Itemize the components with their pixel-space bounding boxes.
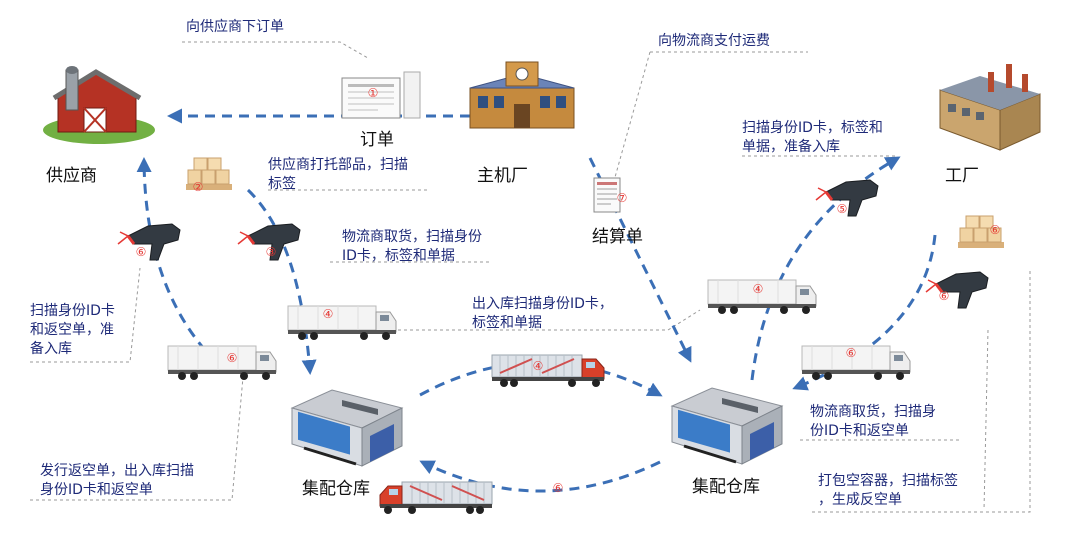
note-warehouse-scan-line-1: 出入库扫描身份ID卡， — [472, 296, 613, 312]
note-pack-empty-containers-line-1: 打包空容器，扫描标签 — [818, 473, 958, 489]
note-supplier-pallet-line-1: 供应商打托部品，扫描 — [268, 157, 408, 173]
note-carrier-pickup-empty-line-2: 份ID卡和返空单 — [810, 423, 909, 439]
note-carrier-pickup: 物流商取货，扫描身份 ID卡，标签和单据 — [342, 228, 482, 266]
step-number-scanner-left: ③ — [266, 245, 277, 259]
note-carrier-pickup-empty-line-1: 物流商取货，扫描身 — [810, 404, 936, 420]
factory-icon — [939, 64, 1041, 151]
order-document-icon — [341, 71, 421, 119]
warehouse-right-label: 集配仓库 — [692, 477, 760, 497]
step-number-scanner-return-right: ⑥ — [939, 289, 950, 303]
note-place-order: 向供应商下订单 — [186, 19, 284, 35]
step-number-truck-return-left: ⑥ — [227, 351, 238, 365]
step-number-scanner-return-left: ⑥ — [136, 245, 147, 259]
plant-label: 工厂 — [945, 166, 979, 186]
note-pay-freight: 向物流商支付运费 — [658, 33, 770, 49]
step-number-truck-return-right: ⑥ — [846, 346, 857, 360]
note-plant-receive-line-2: 单据，准备入库 — [742, 139, 840, 155]
statement-label: 结算单 — [592, 227, 643, 247]
step-number-truck-right: ④ — [753, 282, 764, 296]
note-carrier-pickup-line-2: ID卡，标签和单据 — [342, 248, 455, 264]
note-plant-receive: 扫描身份ID卡，标签和 单据，准备入库 — [742, 119, 883, 157]
oem-building-icon — [469, 61, 575, 129]
truck-icon-pickup-left — [287, 305, 397, 341]
step-number-scanner-right: ⑤ — [837, 202, 848, 216]
truck-icon-return-left — [167, 345, 277, 381]
step-number-pallet-left: ② — [193, 180, 204, 194]
note-issue-return-slip-line-1: 发行返空单，出入库扫描 — [40, 463, 194, 479]
note-warehouse-scan-line-2: 标签和单据 — [472, 315, 542, 331]
supplier-label: 供应商 — [46, 166, 97, 186]
note-supplier-receive-empty-line-3: 备入库 — [30, 341, 72, 357]
step-number-truck-return-bottom: ⑥ — [553, 481, 564, 495]
note-supplier-pallet: 供应商打托部品，扫描 标签 — [268, 156, 408, 194]
note-supplier-pallet-line-2: 标签 — [268, 176, 296, 192]
supplier-barn-icon — [43, 66, 155, 144]
container-truck-icon-mid — [491, 354, 605, 388]
warehouse-icon-right — [670, 386, 784, 466]
step-number-truck-left: ④ — [323, 307, 334, 321]
note-plant-receive-line-1: 扫描身份ID卡，标签和 — [742, 120, 883, 136]
note-warehouse-scan: 出入库扫描身份ID卡， 标签和单据 — [472, 295, 613, 333]
oem-label: 主机厂 — [477, 166, 528, 186]
step-number-order: ① — [368, 86, 379, 100]
barcode-scanner-icon-6-left — [116, 222, 182, 262]
warehouse-left-label: 集配仓库 — [302, 479, 370, 499]
step-number-truck-mid: ④ — [533, 359, 544, 373]
note-supplier-receive-empty: 扫描身份ID卡 和返空单，准 备入库 — [30, 302, 115, 359]
note-pack-empty-containers-line-2: ，生成反空单 — [818, 492, 902, 508]
note-supplier-receive-empty-line-2: 和返空单，准 — [30, 322, 114, 338]
step-number-statement: ⑦ — [617, 191, 628, 205]
warehouse-icon-left — [290, 388, 404, 468]
note-pack-empty-containers: 打包空容器，扫描标签 ，生成反空单 — [818, 472, 958, 510]
leader-lines — [30, 41, 1031, 513]
step-number-pallet-right: ⑥ — [990, 223, 1001, 237]
container-truck-icon-bottom — [379, 481, 493, 515]
note-carrier-pickup-line-1: 物流商取货，扫描身份 — [342, 229, 482, 245]
barcode-scanner-icon-6-right — [924, 270, 990, 310]
note-carrier-pickup-empty: 物流商取货，扫描身 份ID卡和返空单 — [810, 403, 936, 441]
note-issue-return-slip-line-2: 身份ID卡和返空单 — [40, 482, 153, 498]
order-label: 订单 — [360, 130, 394, 150]
note-issue-return-slip: 发行返空单，出入库扫描 身份ID卡和返空单 — [40, 462, 194, 500]
note-supplier-receive-empty-line-1: 扫描身份ID卡 — [30, 303, 115, 319]
step-numbers: ① ② ③ ⑥ ④ ④ ④ ⑤ ⑥ ⑥ ⑥ ⑥ ⑥ ⑦ — [136, 86, 1001, 495]
statement-document-icon — [593, 177, 621, 213]
